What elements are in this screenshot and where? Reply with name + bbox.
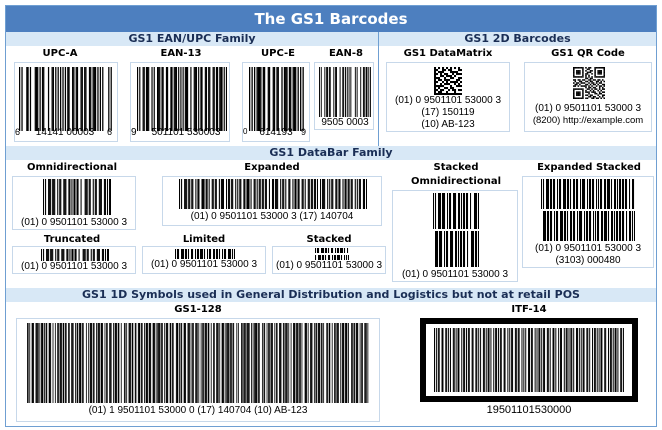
upca-left-digit: 6 [15,127,21,137]
qr-line-1: (01) 0 9501101 53000 3 [534,103,641,114]
upce-right-digit: 9 [301,127,307,137]
gs1-128-text: (01) 1 9501101 53000 0 (17) 140704 (10) … [88,405,308,416]
databar-omni-barcode: (01) 0 9501101 53000 3 [12,176,136,230]
databar-omni-bars [43,179,111,215]
gs1-128-bars [27,323,369,403]
databar-expanded-stacked-line-1: (01) 0 9501101 53000 3 [534,243,641,254]
databar-expanded-text: (01) 0 9501101 53000 3 (17) 140704 [190,211,354,222]
databar-stacked-barcode: (01) 0 9501101 53000 3 [272,246,386,274]
upce-digits: 614193 [259,127,293,138]
databar-truncated-barcode: (01) 0 9501101 53000 3 [12,246,136,274]
2d-section-header: GS1 2D Barcodes [379,32,656,46]
datamatrix-symbol [434,67,462,95]
ean8-label: EAN-8 [328,48,364,59]
databar-limited-barcode: (01) 0 9501101 53000 3 [142,246,266,274]
databar-stacked-omni-barcode: (01) 0 9501101 53000 3 [392,190,518,282]
datamatrix-line-2: (17) 150119 [421,107,475,118]
qr-symbol [573,67,605,99]
databar-truncated-bars [41,249,109,261]
qr-barcode: (01) 0 9501101 53000 3 (8200) http://exa… [524,62,652,132]
databar-limited-text: (01) 0 9501101 53000 3 [150,259,257,270]
ean13-label: EAN-13 [160,48,202,59]
ean-upc-section-header: GS1 EAN/UPC Family [6,32,378,46]
databar-expanded-stacked-barcode: (01) 0 9501101 53000 3 (3103) 000480 [522,176,654,268]
databar-limited-bars [175,249,235,259]
gs1-128-barcode: (01) 1 9501101 53000 0 (17) 140704 (10) … [16,318,380,422]
databar-stacked-omni-label-1: Stacked [433,162,479,173]
databar-stacked-text: (01) 0 9501101 53000 3 [275,260,382,271]
itf14-text: 19501101530000 [486,404,572,416]
databar-truncated-label: Truncated [43,234,101,245]
upca-barcode: 6 14141 00003 6 [14,62,118,142]
qr-label: GS1 QR Code [551,48,625,59]
itf14-barcode: 19501101530000 [420,318,638,422]
upca-right-digit: 6 [107,127,113,137]
databar-stacked-omni-text: (01) 0 9501101 53000 3 [401,269,508,280]
ean8-bars [319,67,371,117]
databar-omni-text: (01) 0 9501101 53000 3 [20,217,127,228]
upce-label: UPC-E [261,48,295,59]
databar-section-header: GS1 DataBar Family [6,146,656,160]
upce-bars [249,67,304,131]
ean13-left-digit: 9 [131,127,137,138]
datamatrix-line-3: (10) AB-123 [421,119,475,130]
itf14-label: ITF-14 [511,304,547,315]
databar-stacked-bars [315,248,349,260]
databar-expanded-stacked-bars [541,179,635,241]
ean13-barcode: 9 501101 530003 [130,62,230,142]
databar-expanded-label: Expanded [244,162,300,173]
ean8-digits: 9505 0003 [321,117,369,128]
upce-left-digit: 0 [243,127,248,136]
upca-bars [19,67,112,131]
qr-line-2: (8200) http://example.com [532,115,644,126]
databar-expanded-stacked-label: Expanded Stacked [537,162,641,173]
databar-expanded-bars [179,179,367,209]
datamatrix-line-1: (01) 0 9501101 53000 3 [394,95,501,106]
upca-digits: 14141 00003 [35,127,95,138]
databar-expanded-stacked-line-2: (3103) 000480 [555,255,621,266]
datamatrix-label: GS1 DataMatrix [403,48,493,59]
logistics-section-header: GS1 1D Symbols used in General Distribut… [6,288,656,302]
upca-label: UPC-A [42,48,78,59]
ean13-bars [137,67,227,131]
datamatrix-barcode: (01) 0 9501101 53000 3 (17) 150119 (10) … [386,62,510,132]
upce-barcode: 0 614193 9 [242,62,310,142]
gs1-128-label: GS1-128 [174,304,222,315]
databar-truncated-text: (01) 0 9501101 53000 3 [20,261,127,272]
databar-limited-label: Limited [182,234,226,245]
databar-stacked-omni-bars [433,193,479,267]
databar-stacked-omni-label-2: Omnidirectional [410,176,502,187]
databar-stacked-label: Stacked [306,234,352,245]
ean13-digits: 501101 530003 [151,127,221,138]
ean8-barcode: 9505 0003 [314,62,374,130]
gs1-barcodes-panel: The GS1 Barcodes GS1 EAN/UPC Family UPC-… [5,5,657,427]
databar-expanded-barcode: (01) 0 9501101 53000 3 (17) 140704 [162,176,382,226]
itf14-bars [434,328,624,392]
databar-omni-label: Omnidirectional [26,162,118,173]
section-divider [378,32,379,146]
page-title: The GS1 Barcodes [6,6,656,32]
